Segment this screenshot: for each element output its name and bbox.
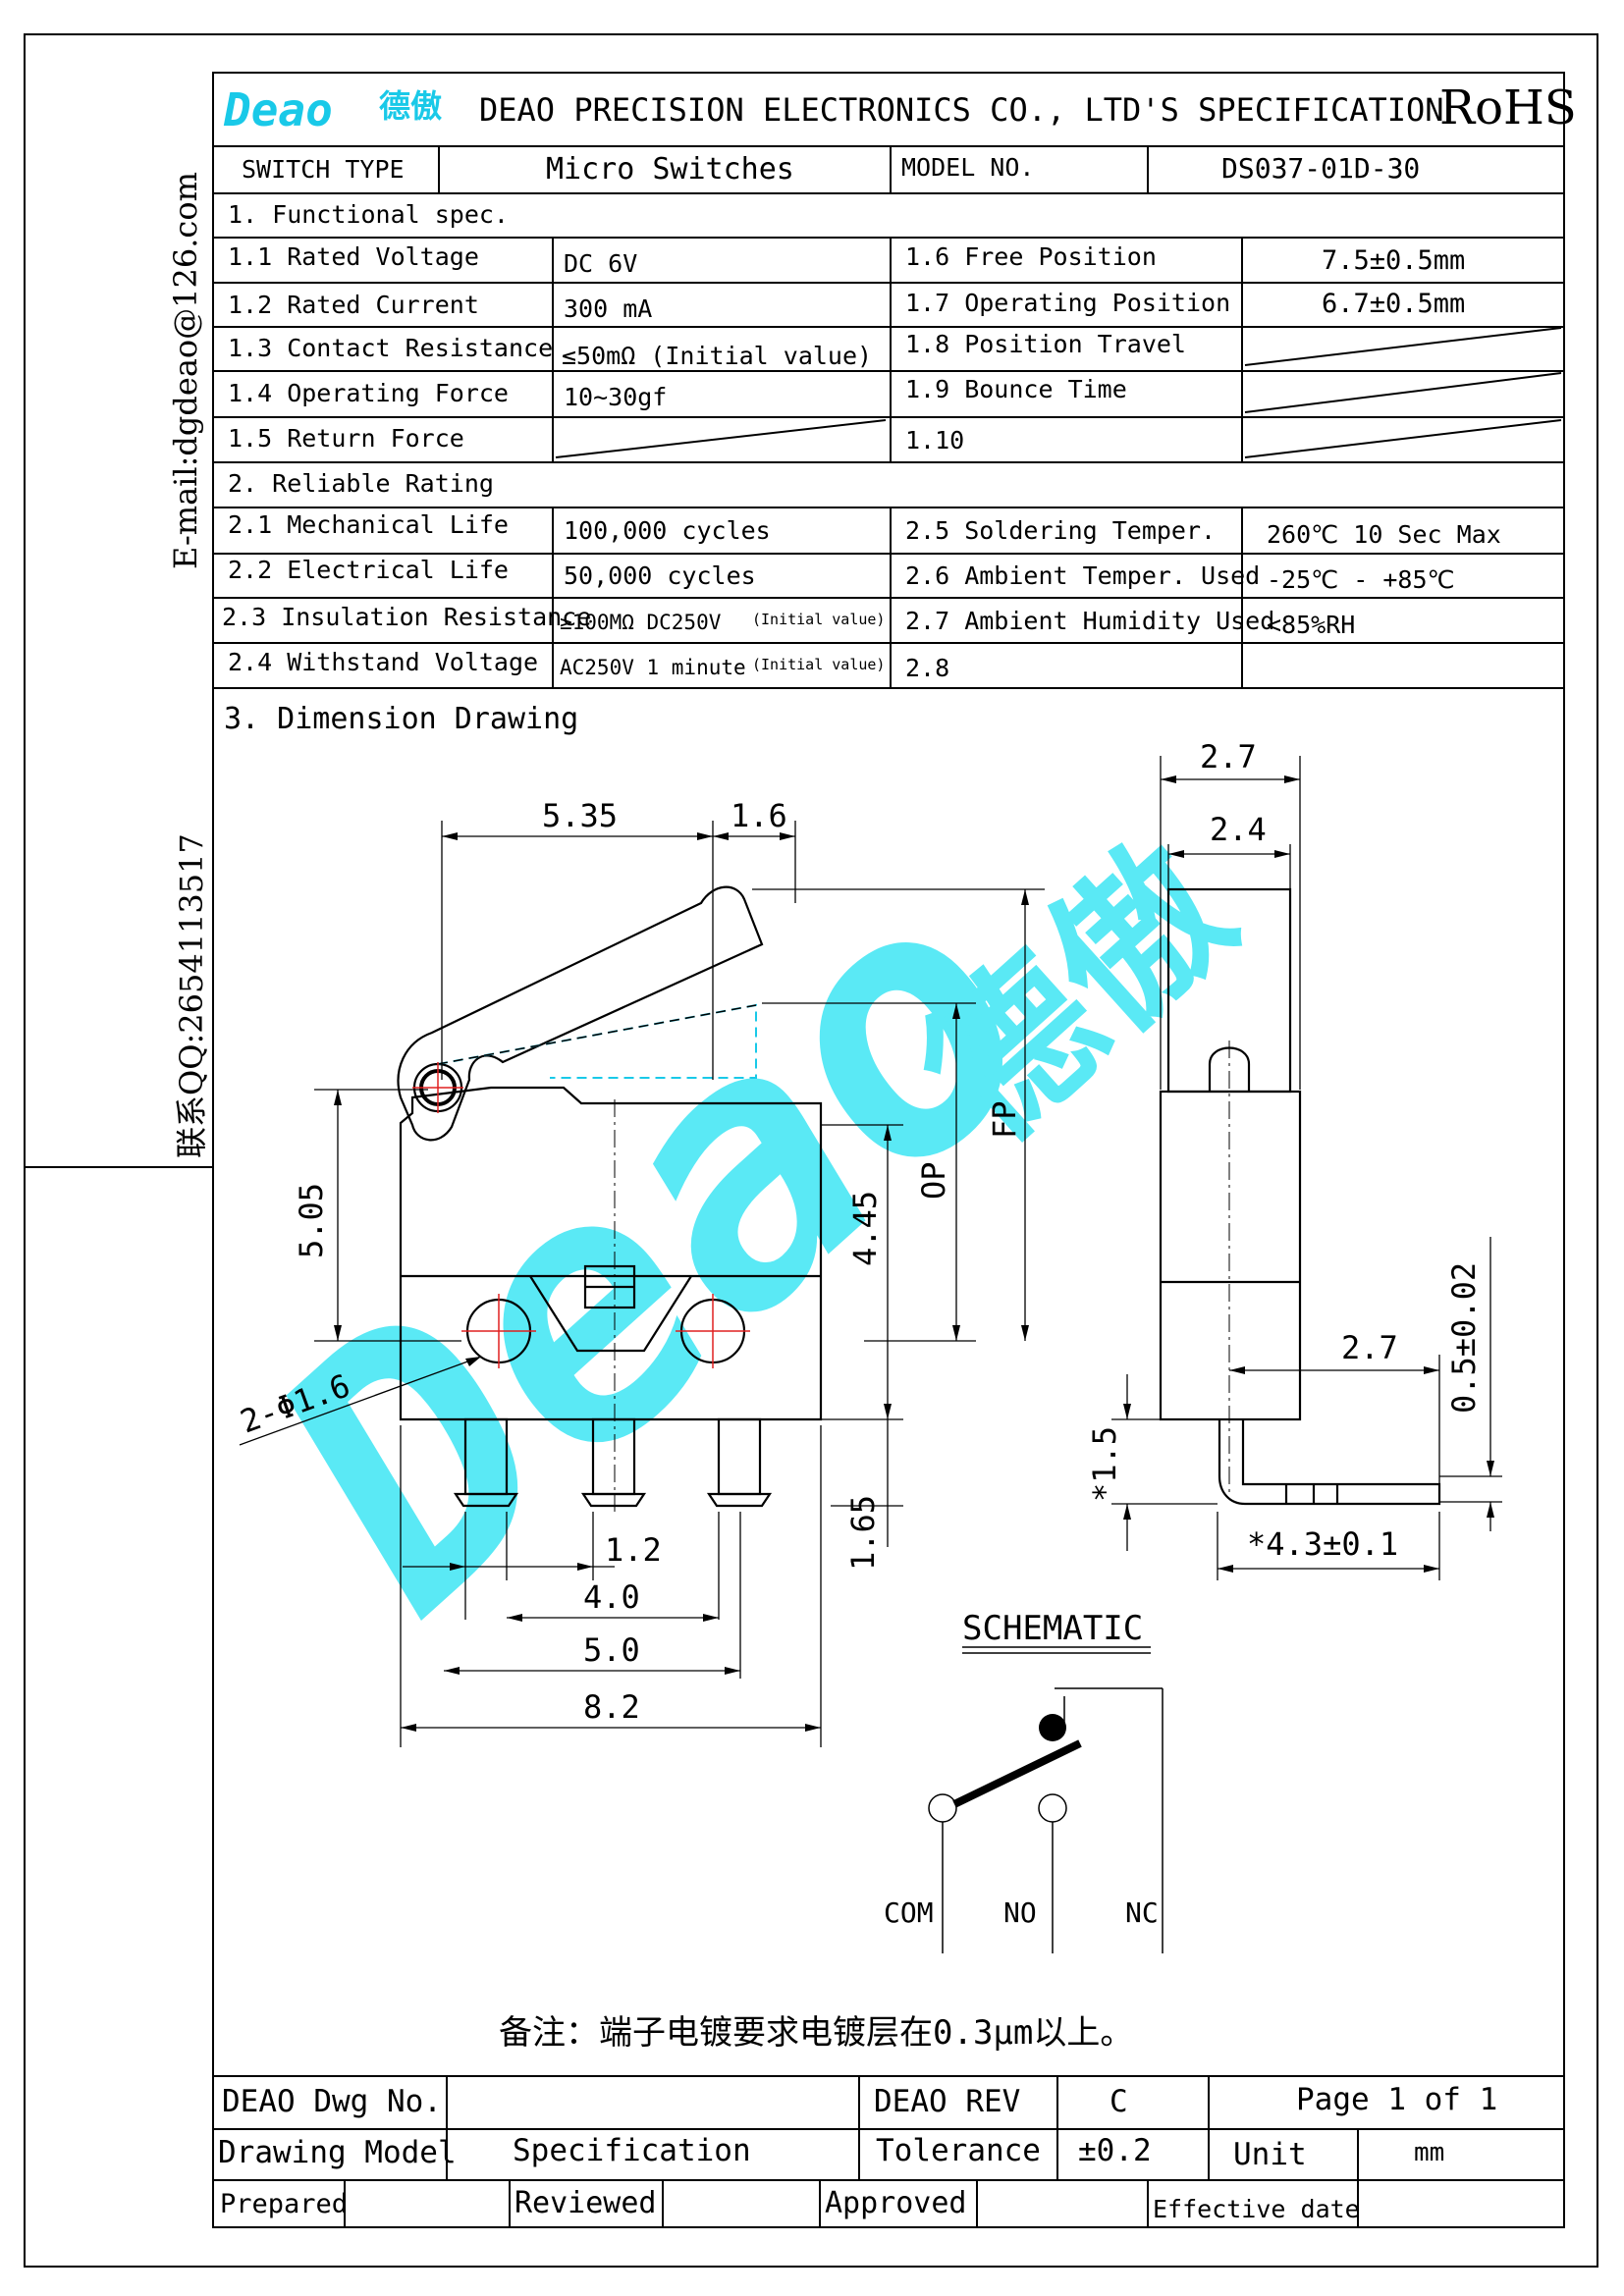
schematic-nc: NC	[1125, 1896, 1159, 1929]
rel-label-3: 2.3 Insulation Resistance	[222, 603, 592, 631]
rel-right-value-3: <85%RH	[1267, 611, 1356, 639]
func-value-1: DC 6V	[564, 249, 638, 278]
dim-1-65: 1.65	[844, 1495, 882, 1571]
prepared-label: Prepared	[220, 2189, 349, 2219]
func-value-4: 10~30gf	[564, 383, 668, 411]
rel-right-value-2: -25℃ - +85℃	[1267, 565, 1455, 594]
reliable-title: 2. Reliable Rating	[228, 469, 494, 498]
rel-note-4: (Initial value)	[752, 656, 886, 673]
center-marks	[412, 1062, 750, 1368]
empty-cell-slashes	[555, 327, 1562, 458]
func-label-1: 1.1 Rated Voltage	[228, 242, 479, 271]
company-name: DEAO PRECISION ELECTRONICS CO., LTD'S SP…	[479, 91, 1444, 129]
side-dim-2-4: 2.4	[1210, 811, 1267, 848]
func-right-label-2: 1.7 Operating Position	[905, 289, 1231, 317]
rel-right-label-3: 2.7 Ambient Humidity Used	[905, 607, 1275, 635]
rel-label-2: 2.2 Electrical Life	[228, 556, 509, 584]
func-right-label-3: 1.8 Position Travel	[905, 330, 1186, 358]
schematic-title: SCHEMATIC	[962, 1609, 1143, 1648]
logo: Deao	[220, 82, 456, 137]
page-number: Page 1 of 1	[1296, 2082, 1498, 2117]
func-label-3: 1.3 Contact Resistance	[228, 334, 554, 362]
func-right-label-4: 1.9 Bounce Time	[905, 375, 1127, 403]
border-divider	[24, 1166, 212, 1168]
logo-cn: 德傲	[379, 87, 443, 125]
drawing-model-value: Specification	[513, 2133, 751, 2168]
dim-5-05: 5.05	[293, 1183, 330, 1258]
side-dim-0-5: 0.5±0.02	[1445, 1262, 1483, 1414]
rel-right-label-2: 2.6 Ambient Temper. Used	[905, 561, 1261, 590]
dim-8-2: 8.2	[583, 1688, 640, 1726]
dim-4-45: 4.45	[846, 1191, 884, 1266]
dim-4-0: 4.0	[583, 1578, 640, 1616]
func-right-label-5: 1.10	[905, 426, 965, 454]
dwg-no-label: DEAO Dwg No.	[222, 2084, 442, 2119]
approved-label: Approved	[825, 2186, 967, 2220]
dim-op: OP	[915, 1161, 952, 1200]
rel-value-4: AC250V 1 minute	[560, 656, 746, 679]
reviewed-label: Reviewed	[514, 2186, 657, 2220]
watermark: Deao 德傲	[198, 807, 1267, 1685]
model-label: MODEL NO.	[901, 153, 1035, 182]
rohs-mark: RoHS	[1439, 80, 1577, 135]
drawing-model-label: Drawing Model	[218, 2135, 457, 2170]
func-right-value-2: 6.7±0.5mm	[1322, 289, 1466, 319]
rev-value: C	[1110, 2084, 1128, 2119]
page-border	[24, 33, 1598, 2268]
func-value-3: ≤50mΩ (Initial value)	[562, 342, 873, 370]
drawing-title: 3. Dimension Drawing	[224, 702, 579, 736]
rel-right-label-4: 2.8	[905, 654, 950, 682]
model-value: DS037-01D-30	[1221, 152, 1421, 185]
svg-text:Deao: Deao	[223, 83, 333, 136]
plating-note: 备注：端子电镀要求电镀层在0.3μm以上。	[499, 2013, 1133, 2053]
func-label-2: 1.2 Rated Current	[228, 291, 479, 319]
schematic-com: COM	[884, 1896, 934, 1929]
dim-5-0: 5.0	[583, 1631, 640, 1669]
unit-label: Unit	[1233, 2137, 1307, 2172]
switch-type-label: SWITCH TYPE	[242, 155, 405, 184]
dimension-arrows	[334, 832, 1029, 1732]
side-dim-2-7-mid: 2.7	[1341, 1329, 1398, 1366]
rel-note-3: (Initial value)	[752, 611, 886, 628]
side-dim-4-3: *4.3±0.1	[1247, 1525, 1398, 1563]
func-right-value-1: 7.5±0.5mm	[1322, 245, 1466, 276]
switch-type-value: Micro Switches	[546, 152, 794, 187]
func-value-2: 300 mA	[564, 294, 653, 323]
side-dim-2-7-top: 2.7	[1200, 738, 1257, 775]
rel-value-2: 50,000 cycles	[564, 561, 756, 590]
schematic	[928, 1687, 1164, 1953]
effective-date-label: Effective date	[1153, 2195, 1360, 2223]
rev-label: DEAO REV	[874, 2084, 1021, 2119]
rel-right-label-1: 2.5 Soldering Temper.	[905, 516, 1217, 545]
switch-side-view	[1159, 887, 1441, 1506]
spec-sheet	[212, 72, 1565, 2228]
func-right-label-1: 1.6 Free Position	[905, 242, 1157, 271]
func-label-5: 1.5 Return Force	[228, 424, 464, 453]
side-dim-1-5: *1.5	[1086, 1426, 1123, 1502]
unit-value: mm	[1414, 2138, 1445, 2167]
rel-label-1: 2.1 Mechanical Life	[228, 510, 509, 539]
dim-1-2: 1.2	[605, 1531, 662, 1569]
rel-label-4: 2.4 Withstand Voltage	[228, 648, 539, 676]
tolerance-value: ±0.2	[1078, 2133, 1152, 2168]
dim-fp: FP	[986, 1100, 1023, 1139]
dim-5-35: 5.35	[542, 797, 618, 834]
rel-right-value-1: 260℃ 10 Sec Max	[1267, 520, 1501, 549]
rel-value-1: 100,000 cycles	[564, 516, 771, 545]
functional-title: 1. Functional spec.	[228, 200, 509, 229]
dim-1-6: 1.6	[731, 797, 787, 834]
tolerance-label: Tolerance	[876, 2133, 1041, 2168]
schematic-no: NO	[1003, 1896, 1037, 1929]
rel-value-3: ≥100MΩ DC250V	[560, 611, 722, 634]
func-label-4: 1.4 Operating Force	[228, 379, 509, 407]
